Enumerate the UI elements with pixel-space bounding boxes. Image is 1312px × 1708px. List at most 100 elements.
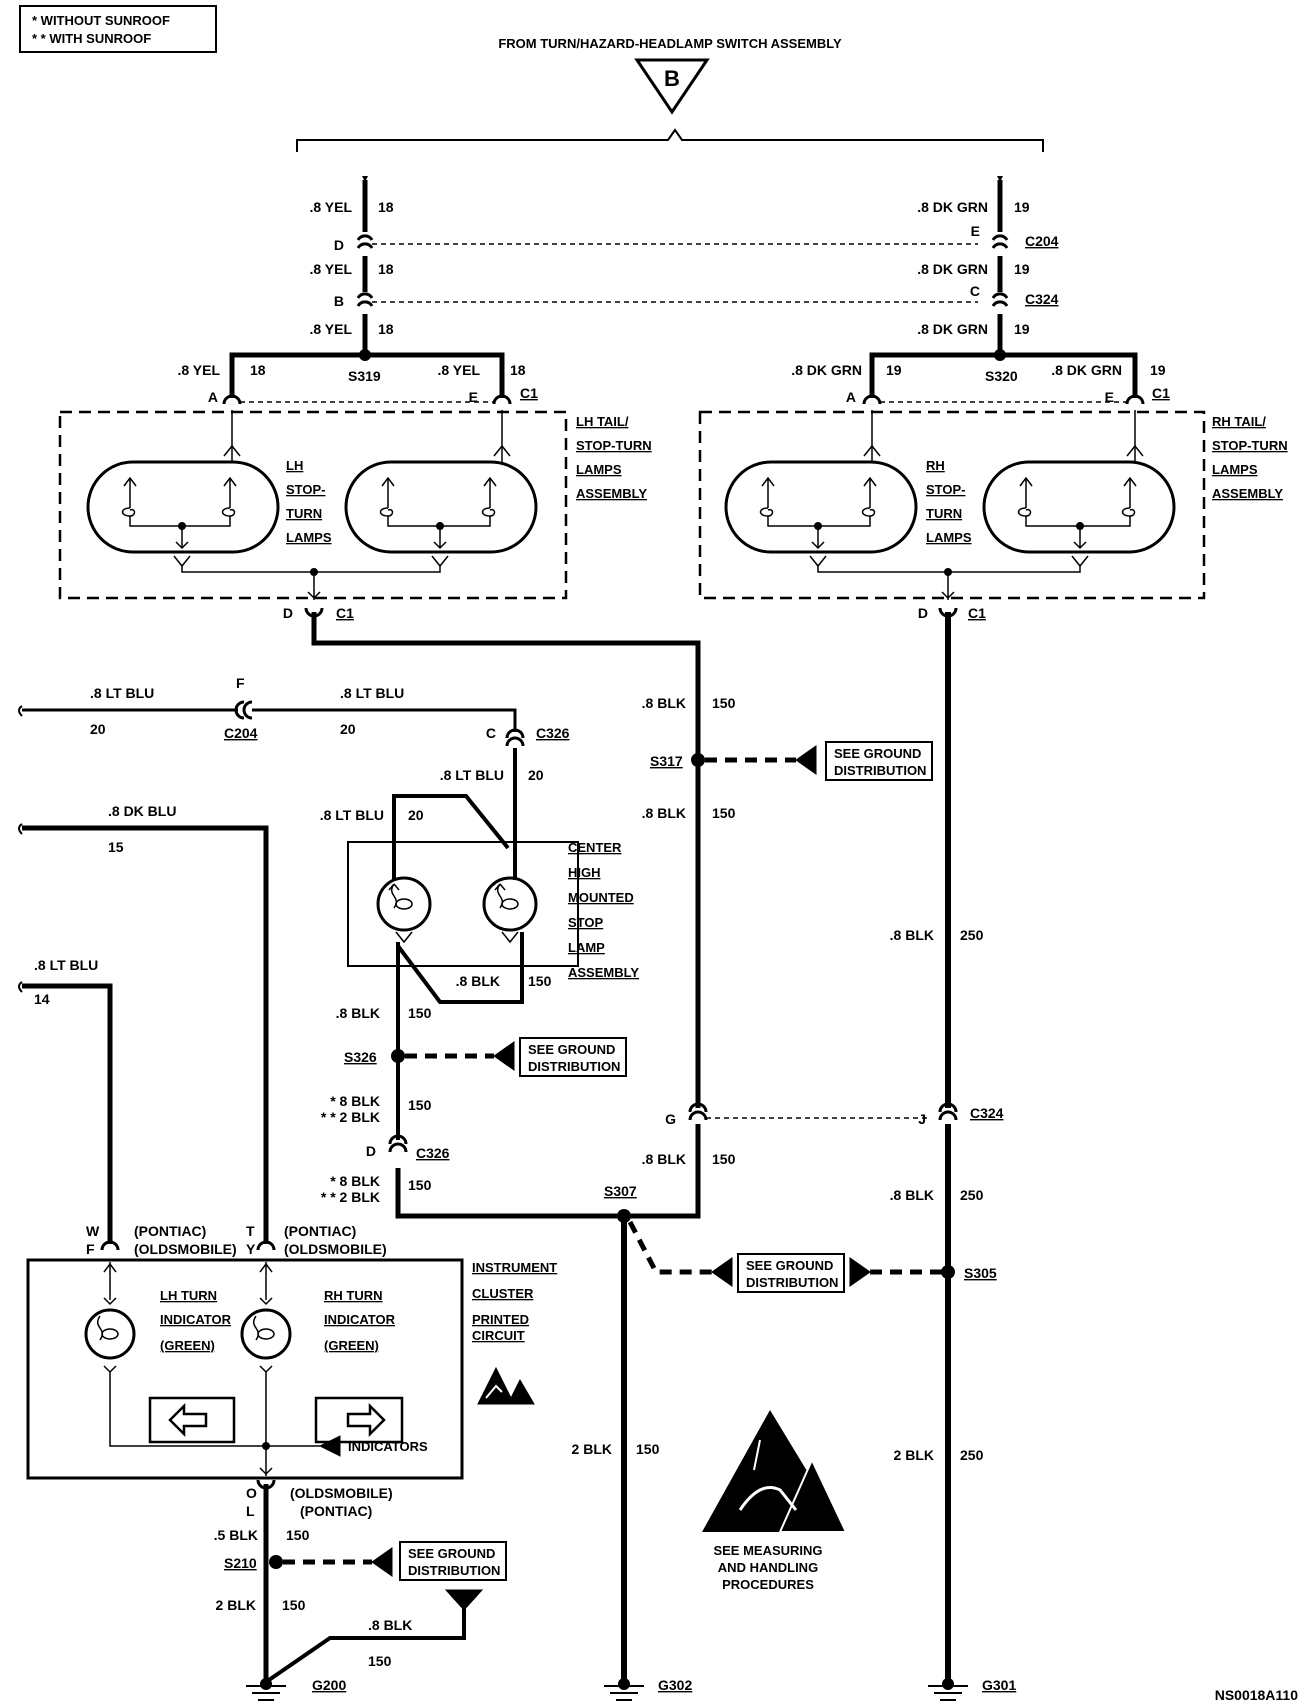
svg-text:150: 150: [408, 1005, 432, 1021]
svg-text:C204: C204: [1025, 233, 1059, 249]
svg-text:19: 19: [1014, 321, 1030, 337]
svg-text:20: 20: [90, 721, 106, 737]
svg-text:RH: RH: [926, 458, 945, 473]
svg-text:CENTER: CENTER: [568, 840, 622, 855]
lh-lamp-junction-dot: [178, 522, 186, 530]
svg-text:G: G: [665, 1111, 676, 1127]
svg-text:(GREEN): (GREEN): [160, 1338, 215, 1353]
svg-text:L: L: [246, 1503, 255, 1519]
svg-text:LAMP: LAMP: [568, 940, 605, 955]
svg-text:RH TAIL/: RH TAIL/: [1212, 414, 1266, 429]
svg-text:.8 LT BLU: .8 LT BLU: [340, 685, 404, 701]
svg-text:LH TAIL/: LH TAIL/: [576, 414, 629, 429]
lh-lamp-ground-dot: [310, 568, 318, 576]
svg-text:.8 YEL: .8 YEL: [437, 362, 480, 378]
svg-text:(PONTIAC): (PONTIAC): [284, 1223, 356, 1239]
svg-text:19: 19: [886, 362, 902, 378]
ground-ref-s307-line1: SEE GROUND: [746, 1258, 833, 1273]
svg-text:D: D: [283, 605, 293, 621]
ground-g301-dot: [942, 1678, 954, 1690]
ground-ref-s326-line1: SEE GROUND: [528, 1042, 615, 1057]
svg-text:C1: C1: [336, 605, 354, 621]
svg-text:150: 150: [528, 973, 552, 989]
svg-text:19: 19: [1014, 261, 1030, 277]
svg-text:C326: C326: [536, 725, 570, 741]
svg-text:(OLDSMOBILE): (OLDSMOBILE): [284, 1241, 387, 1257]
lh-lamp-junction-dot-2: [436, 522, 444, 530]
ground-g302-label: G302: [658, 1677, 692, 1693]
svg-text:.8 LT BLU: .8 LT BLU: [440, 767, 504, 783]
ground-ref-s307-s305: [627, 1220, 942, 1293]
splice-s210-label: S210: [224, 1555, 257, 1571]
svg-text:250: 250: [960, 1447, 984, 1463]
svg-text:18: 18: [250, 362, 266, 378]
svg-text:.8 YEL: .8 YEL: [309, 321, 352, 337]
svg-text:.8 LT BLU: .8 LT BLU: [90, 685, 154, 701]
svg-text:INSTRUMENT: INSTRUMENT: [472, 1260, 557, 1275]
svg-text:2 BLK: 2 BLK: [572, 1441, 612, 1457]
ground-g302-dot: [618, 1678, 630, 1690]
svg-text:J: J: [918, 1111, 926, 1127]
svg-text:.8 LT BLU: .8 LT BLU: [320, 807, 384, 823]
svg-text:LAMPS: LAMPS: [926, 530, 972, 545]
svg-text:INDICATOR: INDICATOR: [160, 1312, 232, 1327]
ground-ref-s317-line1: SEE GROUND: [834, 746, 921, 761]
s307-g302-wire: [604, 1216, 644, 1701]
dkblu-15-circuit: [18, 823, 276, 1251]
svg-text:LAMPS: LAMPS: [576, 462, 622, 477]
svg-text:250: 250: [960, 927, 984, 943]
rh-lamp-junction-dot: [814, 522, 822, 530]
svg-text:E: E: [971, 223, 980, 239]
svg-text:.8 DK GRN: .8 DK GRN: [917, 261, 988, 277]
svg-text:.8 BLK: .8 BLK: [336, 1005, 380, 1021]
svg-text:Y: Y: [246, 1241, 256, 1257]
svg-text:W: W: [86, 1223, 100, 1239]
source-brace: [296, 128, 1044, 152]
ground-ref-s317-line2: DISTRIBUTION: [834, 763, 926, 778]
ltblu-20-circuit: [18, 700, 579, 1153]
splice-s326-dot: [391, 1049, 405, 1063]
svg-text:C1: C1: [1152, 385, 1170, 401]
svg-text:.8 DK BLU: .8 DK BLU: [108, 803, 176, 819]
svg-text:150: 150: [712, 695, 736, 711]
rh-assembly-labels: RH STOP- TURN LAMPS RH TAIL/ STOP-TURN L…: [918, 414, 1288, 621]
svg-text:A: A: [208, 389, 218, 405]
splice-s305-label: S305: [964, 1265, 997, 1281]
svg-text:(GREEN): (GREEN): [324, 1338, 379, 1353]
splice-s317-label: S317: [650, 753, 683, 769]
left-ground-labels: .8 BLK 150 S326 * 8 BLK * * 2 BLK 150 D …: [321, 1005, 450, 1205]
svg-text:.8 DK GRN: .8 DK GRN: [917, 199, 988, 215]
svg-text:TURN: TURN: [286, 506, 322, 521]
svg-text:AND HANDLING: AND HANDLING: [718, 1560, 818, 1575]
svg-text:(PONTIAC): (PONTIAC): [134, 1223, 206, 1239]
ground-ref-s210-line2: DISTRIBUTION: [408, 1563, 500, 1578]
indicator-junction-dot: [262, 1442, 270, 1450]
splice-s326-label: S326: [344, 1049, 377, 1065]
svg-text:.8 YEL: .8 YEL: [177, 362, 220, 378]
svg-text:* 8 BLK: * 8 BLK: [330, 1093, 380, 1109]
svg-text:.5 BLK: .5 BLK: [214, 1527, 258, 1543]
svg-text:D: D: [334, 237, 344, 253]
ground-ref-s307-line2: DISTRIBUTION: [746, 1275, 838, 1290]
bottom-ground-labels: O L (OLDSMOBILE) (PONTIAC) .5 BLK 150 S2…: [214, 1485, 413, 1693]
svg-text:B: B: [664, 66, 680, 91]
svg-text:150: 150: [286, 1527, 310, 1543]
splice-s320-label: S320: [985, 368, 1018, 384]
svg-text:PROCEDURES: PROCEDURES: [722, 1577, 814, 1592]
esd-warning-labels: SEE MEASURING AND HANDLING PROCEDURES: [713, 1543, 822, 1592]
svg-text:CIRCUIT: CIRCUIT: [472, 1328, 525, 1343]
svg-text:.8 BLK: .8 BLK: [642, 1151, 686, 1167]
svg-text:18: 18: [378, 321, 394, 337]
rh-lamp-junction-dot-2: [1076, 522, 1084, 530]
svg-text:.8 DK GRN: .8 DK GRN: [791, 362, 862, 378]
svg-text:150: 150: [368, 1653, 392, 1669]
ltblu-20-labels: .8 LT BLU 20 F C204 .8 LT BLU 20 C C326 …: [90, 675, 570, 823]
svg-text:* * 2 BLK: * * 2 BLK: [321, 1109, 380, 1125]
svg-text:TURN: TURN: [926, 506, 962, 521]
svg-text:.8 YEL: .8 YEL: [309, 261, 352, 277]
rh-ground-wire: [928, 607, 968, 1701]
svg-text:150: 150: [408, 1177, 432, 1193]
svg-text:LH TURN: LH TURN: [160, 1288, 217, 1303]
esd-warning-icon: [702, 1410, 848, 1533]
figure-id: NS0018A110: [1215, 1687, 1299, 1703]
